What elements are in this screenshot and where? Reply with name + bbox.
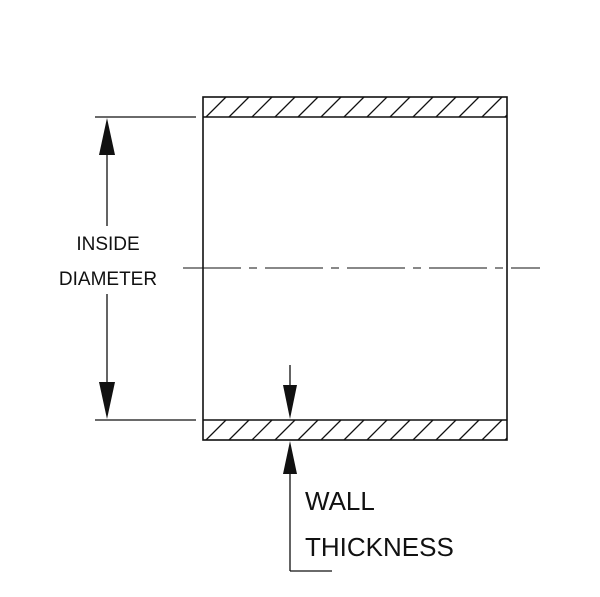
hatch-line	[366, 420, 388, 440]
wall-thickness-label-line2: THICKNESS	[305, 532, 454, 562]
arrow-down-icon	[99, 382, 115, 419]
hatch-line	[205, 97, 227, 117]
arrow-down-icon	[283, 385, 297, 419]
arrow-up-icon	[283, 441, 297, 474]
hatch-line	[504, 437, 507, 440]
hatch-line	[412, 420, 434, 440]
inside-diameter-label-line2: DIAMETER	[59, 269, 157, 290]
wall-thickness-label-line1: WALL	[305, 486, 375, 516]
hatch-line	[297, 420, 319, 440]
hatch-line	[458, 97, 480, 117]
arrow-up-icon	[99, 118, 115, 155]
hatch-line	[343, 420, 365, 440]
hatch-line	[203, 420, 204, 421]
wall-thickness-dimension	[283, 365, 332, 572]
hatch-line	[228, 97, 250, 117]
hatch-line	[251, 420, 273, 440]
hatch-line	[366, 97, 388, 117]
hatch-line	[389, 97, 411, 117]
hatch-line	[274, 420, 296, 440]
hatch-line	[481, 97, 503, 117]
hatch-line	[458, 420, 480, 440]
bottom-wall-hatching	[203, 420, 507, 440]
hatch-line	[435, 97, 457, 117]
hatch-line	[203, 97, 204, 98]
hatch-line	[274, 97, 296, 117]
inside-diameter-dimension	[95, 116, 196, 421]
hatch-line	[435, 420, 457, 440]
hatch-line	[228, 420, 250, 440]
hatch-line	[481, 420, 503, 440]
hatch-line	[504, 114, 507, 117]
inside-diameter-label-line1: INSIDE	[76, 234, 139, 255]
hatch-line	[205, 420, 227, 440]
hatch-line	[251, 97, 273, 117]
hatch-line	[412, 97, 434, 117]
hatch-line	[320, 97, 342, 117]
hatch-line	[343, 97, 365, 117]
top-wall-hatching	[203, 97, 507, 117]
hatch-line	[297, 97, 319, 117]
hatch-line	[389, 420, 411, 440]
hatch-line	[320, 420, 342, 440]
